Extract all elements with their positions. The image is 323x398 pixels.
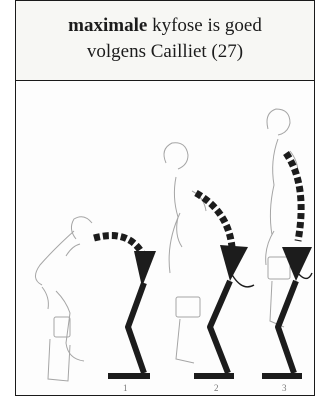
figure-2-leg xyxy=(210,281,230,373)
figure-1-spine xyxy=(94,236,142,253)
figure-1-foot xyxy=(108,373,150,379)
figure-1-pelvis-arrow xyxy=(134,251,156,287)
figure-3-label: 3 xyxy=(282,383,287,393)
kyphosis-illustration: 1 2 xyxy=(16,81,314,397)
caption: maximale kyfose is goed volgens Cailliet… xyxy=(16,1,314,81)
figure-2-sketch xyxy=(164,143,206,363)
figure-3-pelvis-arrow xyxy=(282,247,312,281)
figure-1-label: 1 xyxy=(123,383,128,393)
figure-1-leg xyxy=(128,283,144,373)
kyphosis-drawing: 1 2 xyxy=(16,81,313,395)
figure-3: 3 xyxy=(262,109,312,393)
figure-1-sketch xyxy=(35,217,92,381)
caption-bold-word: maximale xyxy=(68,15,147,36)
figure-2-label: 2 xyxy=(214,383,219,393)
figure-3-leg xyxy=(278,281,296,373)
diagram-panel: maximale kyfose is goed volgens Cailliet… xyxy=(15,0,315,396)
figure-3-foot xyxy=(262,373,302,379)
figure-3-spine xyxy=(286,153,301,241)
caption-line-1-rest: kyfose is goed xyxy=(147,15,262,36)
caption-line-2: volgens Cailliet (27) xyxy=(16,39,314,65)
figure-2-spine xyxy=(196,193,232,247)
figure-2-foot xyxy=(194,373,234,379)
caption-line-1: maximale kyfose is goed xyxy=(16,13,314,39)
figure-2: 2 xyxy=(164,143,254,393)
figure-2-pelvis-arrow xyxy=(220,245,248,281)
figure-1: 1 xyxy=(35,217,156,393)
